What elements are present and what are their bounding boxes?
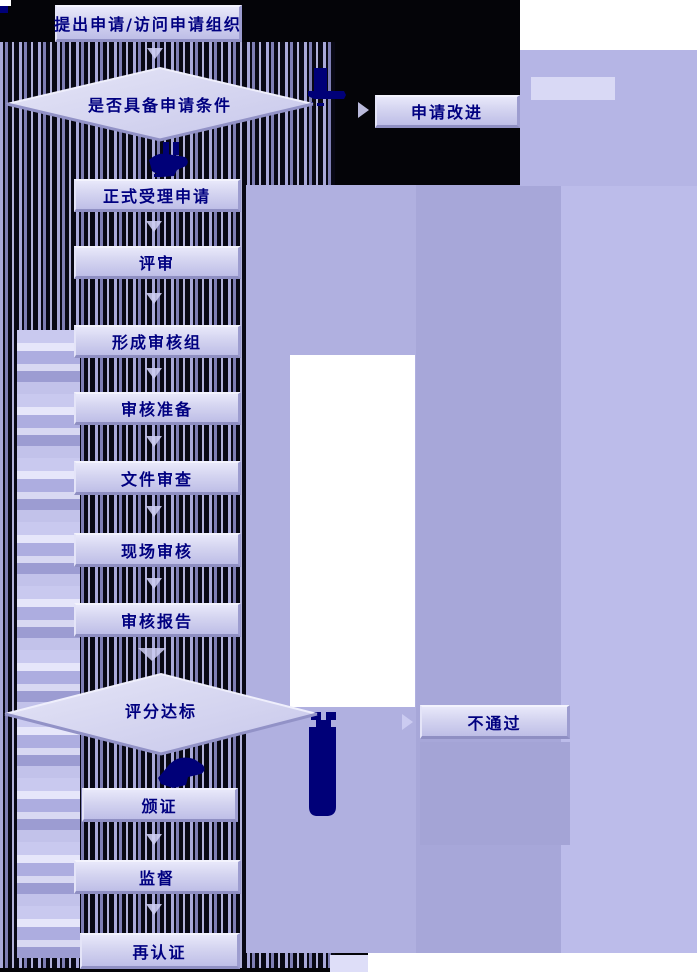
corner-navy-speck bbox=[0, 6, 8, 13]
node-supervise-label: 监督 bbox=[138, 868, 175, 888]
down-arrow-icon bbox=[147, 48, 163, 59]
down-arrow-icon bbox=[146, 221, 162, 232]
node-docreview-label: 文件审查 bbox=[120, 469, 193, 489]
node-recertify: 再认证 bbox=[80, 933, 240, 969]
node-certify-label: 颁证 bbox=[141, 796, 178, 816]
node-certify: 颁证 bbox=[82, 788, 238, 822]
down-arrow-icon bbox=[146, 904, 162, 915]
background-white-bottom-strip bbox=[368, 953, 697, 972]
decision1-yes-branch-glyph bbox=[149, 142, 188, 177]
node-start: 提出申请/访问申请组织 bbox=[54, 5, 242, 42]
node-supervise: 监督 bbox=[74, 860, 241, 894]
decision1-no-branch-glyph bbox=[304, 68, 346, 106]
background-left-band-column bbox=[17, 330, 80, 958]
background-light-trapezoid bbox=[531, 77, 615, 100]
down-arrow-icon bbox=[146, 368, 162, 379]
node-document-review: 文件审查 bbox=[74, 461, 241, 495]
node-decision-apply-conditions: 是否具备申请条件 bbox=[4, 65, 316, 143]
node-fail-label: 不通过 bbox=[467, 713, 522, 733]
background-light-square-bottom bbox=[330, 955, 368, 972]
down-arrow-icon bbox=[146, 436, 162, 447]
right-arrow-icon bbox=[358, 102, 369, 118]
down-arrow-icon bbox=[146, 293, 162, 304]
node-review-label: 评审 bbox=[138, 254, 175, 273]
node-accept-label: 正式受理申请 bbox=[102, 187, 211, 206]
right-arrow-icon bbox=[402, 714, 413, 730]
node-onsite-audit: 现场审核 bbox=[74, 533, 241, 567]
down-arrow-icon bbox=[146, 506, 162, 517]
down-arrow-icon bbox=[146, 578, 162, 589]
down-arrow-icon bbox=[138, 648, 166, 661]
node-report-label: 审核报告 bbox=[120, 611, 193, 631]
background-right-upper-field bbox=[520, 50, 697, 186]
diamond-shape bbox=[4, 672, 318, 756]
node-team-label: 形成审核组 bbox=[111, 333, 202, 352]
diamond-shape bbox=[6, 66, 314, 142]
node-decision1-label: 是否具备申请条件 bbox=[87, 96, 232, 115]
node-improve-label: 申请改进 bbox=[410, 103, 483, 122]
node-improve: 申请改进 bbox=[375, 95, 520, 128]
node-audit-prepare: 审核准备 bbox=[74, 392, 241, 425]
decision2-yes-branch-glyph bbox=[152, 757, 205, 795]
node-decision2-label: 评分达标 bbox=[124, 702, 197, 721]
background-white-rectangle bbox=[290, 355, 415, 707]
down-arrow-icon bbox=[146, 834, 162, 845]
node-onsite-label: 现场审核 bbox=[120, 541, 193, 561]
decision2-no-branch-glyph bbox=[309, 712, 336, 816]
node-start-label: 提出申请/访问申请组织 bbox=[54, 15, 242, 34]
node-audit-report: 审核报告 bbox=[74, 603, 241, 637]
background-white-top-right bbox=[520, 0, 697, 50]
node-audit-team: 形成审核组 bbox=[74, 325, 241, 358]
node-recert-label: 再认证 bbox=[132, 942, 187, 962]
background-fail-shadow-panel bbox=[420, 742, 570, 845]
node-accept: 正式受理申请 bbox=[74, 179, 241, 212]
node-fail: 不通过 bbox=[420, 705, 570, 739]
node-decision-score: 评分达标 bbox=[2, 670, 320, 758]
node-prepare-label: 审核准备 bbox=[120, 400, 193, 419]
corner-white-speck bbox=[0, 0, 11, 6]
node-review: 评审 bbox=[74, 246, 241, 279]
